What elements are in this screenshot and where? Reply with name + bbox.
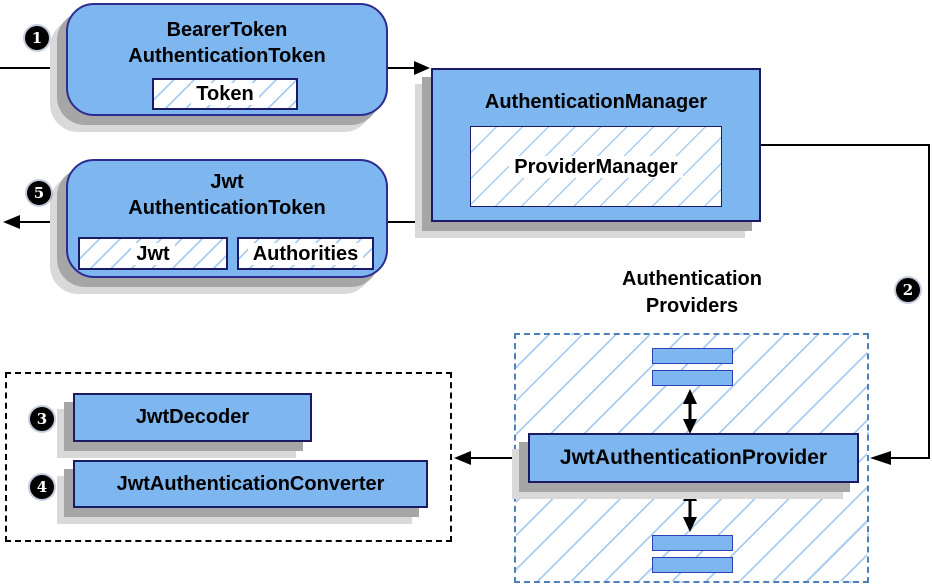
- token-chip: Token: [152, 78, 298, 110]
- authorities-chip: Authorities: [237, 237, 374, 270]
- arrow-step5-out: [3, 215, 66, 229]
- providers-title-line1: Authentication: [622, 268, 762, 290]
- bearer-token-box-title: BearerToken AuthenticationToken: [68, 17, 386, 69]
- provider-stack-top-bar-1: [652, 348, 733, 364]
- step-4-badge: 4: [30, 475, 54, 499]
- step-5-badge: 5: [27, 181, 51, 205]
- provider-stack-bottom-bar-1: [652, 535, 733, 551]
- double-arrow-bottom: [683, 486, 697, 532]
- jwt-chip-label: Jwt: [131, 242, 175, 265]
- bearer-token-title-line2: AuthenticationToken: [128, 45, 326, 67]
- jwt-authentication-token-box: Jwt AuthenticationToken Jwt Authorities: [66, 159, 388, 278]
- authorities-chip-label: Authorities: [247, 242, 364, 265]
- provider-stack-top-bar-2: [652, 370, 733, 386]
- jwt-authentication-provider-box: JwtAuthenticationProvider: [528, 433, 859, 483]
- step-3-badge: 3: [30, 407, 54, 431]
- bearer-token-authentication-token-box: BearerToken AuthenticationToken Token: [66, 3, 388, 116]
- token-chip-label: Token: [191, 83, 259, 105]
- authentication-manager-box: AuthenticationManager ProviderManager: [431, 68, 761, 222]
- jwt-token-title-line1: Jwt: [210, 171, 244, 193]
- providers-title-line2: Providers: [645, 295, 739, 317]
- double-arrow-top: [683, 389, 697, 434]
- arrow-provider-to-decoder-group: [454, 451, 514, 465]
- arrow-manager-to-provider: [761, 144, 930, 465]
- jwt-authentication-converter-box: JwtAuthenticationConverter: [73, 460, 428, 508]
- provider-manager-chip-label: ProviderManager: [509, 155, 683, 178]
- jwt-chip: Jwt: [78, 237, 228, 270]
- jwt-decoder-box: JwtDecoder: [73, 393, 312, 442]
- decoder-converter-group-box: [5, 372, 452, 542]
- step-2-badge: 2: [896, 278, 920, 302]
- bearer-token-title-line1: BearerToken: [166, 19, 288, 41]
- provider-stack-bottom-bar-2: [652, 557, 733, 573]
- jwt-token-box-title: Jwt AuthenticationToken: [68, 169, 386, 221]
- authentication-manager-title: AuthenticationManager: [484, 91, 708, 113]
- step-1-badge: 1: [25, 26, 49, 50]
- provider-manager-chip: ProviderManager: [470, 126, 722, 207]
- jwt-token-title-line2: AuthenticationToken: [128, 197, 326, 219]
- arrow-bearer-to-manager: [388, 61, 430, 75]
- authentication-providers-title: Authentication Providers: [557, 266, 827, 320]
